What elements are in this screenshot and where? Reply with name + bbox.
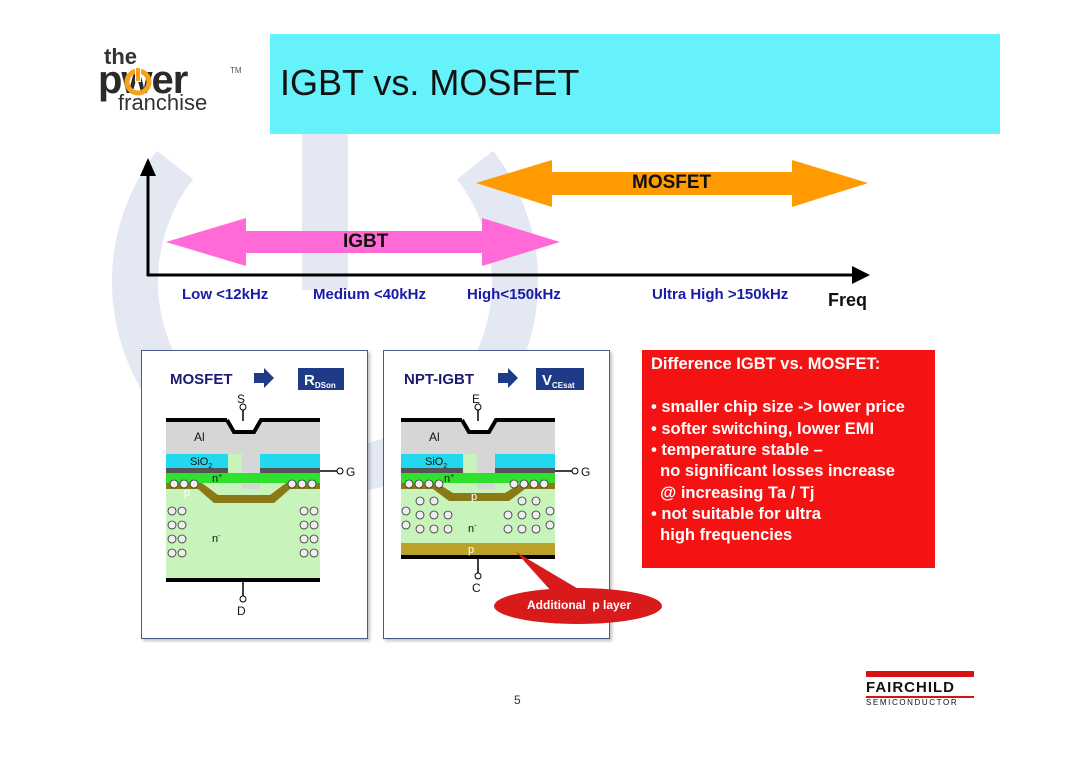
fairchild-logo-bar: [866, 671, 974, 677]
igbt-cross-section-panel: NPT-IGBT VCEsat: [383, 350, 610, 639]
page-number: 5: [514, 693, 521, 707]
svg-text:SiO2: SiO2: [425, 456, 447, 470]
mosfet-cross-section-diagram: MOSFET RDSon S G D Al SiO2: [166, 368, 355, 618]
additional-p-layer-label: Additional p layer: [527, 598, 632, 612]
freq-label-low: Low <12kHz: [182, 286, 269, 303]
difference-item: • temperature stable –: [651, 441, 823, 459]
difference-item: • smaller chip size -> lower price: [651, 398, 905, 416]
difference-box: Difference IGBT vs. MOSFET: • smaller ch…: [642, 350, 935, 568]
power-button-icon: [124, 67, 152, 96]
freq-label-high: High<150kHz: [467, 286, 561, 303]
igbt-range-label: IGBT: [343, 231, 389, 252]
svg-text:E: E: [472, 392, 480, 406]
mosfet-range-label: MOSFET: [632, 172, 712, 193]
difference-heading: Difference IGBT vs. MOSFET:: [651, 355, 881, 373]
freq-axis-label: Freq: [828, 290, 868, 310]
svg-text:C: C: [472, 581, 481, 595]
mosfet-cross-section-panel: MOSFET RDSon S G D Al SiO2: [141, 350, 368, 639]
svg-text:Al: Al: [194, 430, 205, 444]
title-band: [270, 34, 1000, 134]
svg-text:S: S: [237, 392, 245, 406]
frequency-diagram: [140, 158, 870, 284]
svg-text:n+: n+: [212, 473, 222, 485]
fairchild-logo-sub: SEMICONDUCTOR: [866, 698, 959, 707]
difference-item: no significant losses increase: [651, 462, 895, 480]
logo-franchise-text: franchise: [118, 90, 208, 115]
logo-power-text: pwer: [98, 58, 188, 102]
svg-text:n-: n-: [212, 533, 221, 545]
page-title: IGBT vs. MOSFET: [280, 62, 580, 103]
svg-text:RDSon: RDSon: [304, 372, 336, 390]
freq-label-ultra-high: Ultra High >150kHz: [652, 286, 789, 303]
svg-text:p: p: [184, 487, 190, 499]
mosfet-range-arrow: [476, 160, 868, 207]
svg-text:Al: Al: [429, 430, 440, 444]
fairchild-logo-name: FAIRCHILD: [866, 679, 955, 696]
igbt-cross-section-diagram: NPT-IGBT VCEsat: [401, 368, 590, 595]
difference-item: • not suitable for ultra: [651, 505, 821, 523]
freq-label-medium: Medium <40kHz: [313, 286, 426, 303]
igbt-range-arrow: [166, 218, 560, 266]
additional-p-layer-callout: [494, 552, 662, 624]
fairchild-logo-rule: [866, 696, 974, 698]
difference-item: @ increasing Ta / Tj: [651, 484, 815, 502]
difference-item: • softer switching, lower EMI: [651, 420, 875, 438]
svg-text:SiO2: SiO2: [190, 456, 212, 470]
svg-text:n+: n+: [444, 473, 454, 485]
svg-text:MOSFET: MOSFET: [170, 371, 233, 388]
svg-text:VCEsat: VCEsat: [542, 372, 575, 390]
logo-the-text: the: [104, 44, 137, 69]
svg-text:G: G: [346, 465, 355, 479]
svg-text:p: p: [468, 544, 474, 556]
svg-text:D: D: [237, 604, 246, 618]
logo-trademark: TM: [230, 66, 242, 75]
svg-text:G: G: [581, 465, 590, 479]
svg-text:NPT-IGBT: NPT-IGBT: [404, 371, 474, 388]
svg-text:n-: n-: [468, 523, 477, 535]
difference-item: high frequencies: [651, 526, 793, 544]
svg-text:p: p: [471, 491, 477, 503]
